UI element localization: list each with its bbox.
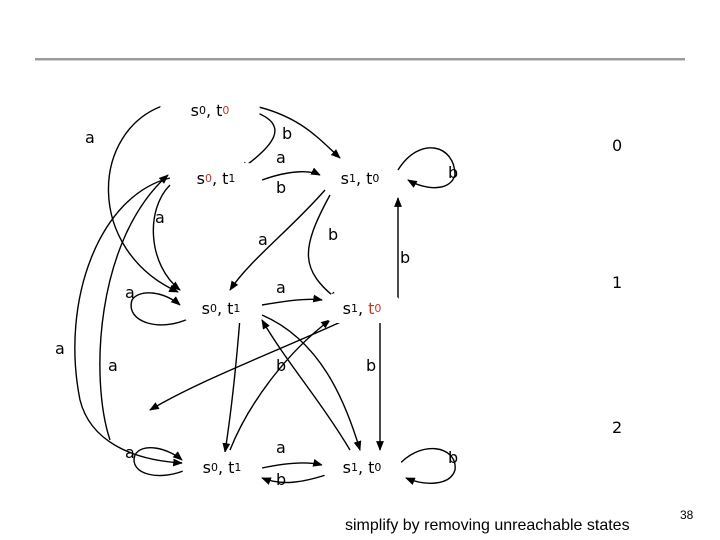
edge-label: a xyxy=(276,148,286,167)
edge-n5-n6 xyxy=(261,459,323,469)
edge-n3-n4 xyxy=(261,294,323,306)
self-loop-s0t1-mid xyxy=(130,292,191,326)
edge-n0-n2 xyxy=(249,104,341,159)
edge-n1-n2 xyxy=(261,167,321,181)
edge-n0-n3 xyxy=(107,104,179,293)
node-t-subscript: 1 xyxy=(234,460,242,474)
node-t-symbol: t xyxy=(368,298,375,318)
node-s-symbol: s xyxy=(202,457,211,477)
node-t-symbol: t xyxy=(222,168,229,188)
self-loop-s1t0-bottom xyxy=(395,447,456,486)
edge-label: a xyxy=(85,128,95,147)
node-t-subscript: 1 xyxy=(228,171,236,185)
edge-label: b xyxy=(366,356,377,375)
node-s-symbol: s xyxy=(340,168,349,188)
edge-n5-n1 xyxy=(99,174,169,441)
edge-n1-n3 xyxy=(152,184,181,291)
node-t-symbol: t xyxy=(216,100,223,120)
node-s-subscript: 0 xyxy=(209,301,217,315)
node-s-subscript: 0 xyxy=(198,103,206,117)
node-s-symbol: s xyxy=(196,168,205,188)
edge-n2-n3 xyxy=(229,189,326,291)
node-s-subscript: 1 xyxy=(350,460,358,474)
edge-n3-n6 xyxy=(261,314,362,451)
edge-label: b xyxy=(448,448,459,467)
edge-label: a xyxy=(55,339,65,358)
edge-label: a xyxy=(125,283,135,302)
edge-n2-n4 xyxy=(307,194,339,301)
title-rule xyxy=(35,58,685,60)
node-s-subscript: 0 xyxy=(210,460,218,474)
node-t-subscript: 0 xyxy=(374,301,382,315)
edge-n5-n4 xyxy=(229,319,331,451)
node-t-symbol: t xyxy=(227,298,234,318)
node-s-subscript: 1 xyxy=(350,301,358,315)
edge-label: a xyxy=(125,443,135,462)
page-number: 38 xyxy=(680,508,694,522)
level-label-1: 1 xyxy=(612,273,623,292)
node-t-symbol: t xyxy=(228,457,235,477)
edge-label: b xyxy=(282,124,293,143)
node-t-subscript: 0 xyxy=(372,171,380,185)
node-s-symbol: s xyxy=(342,298,351,318)
edge-label: a xyxy=(276,438,286,457)
node-s-symbol: s xyxy=(342,457,351,477)
node-t-symbol: t xyxy=(366,168,373,188)
node-s-subscript: 1 xyxy=(348,171,356,185)
edge-label: b xyxy=(276,356,287,375)
level-label-2: 2 xyxy=(612,418,623,437)
edge-label: b xyxy=(400,248,411,267)
edge-label: a xyxy=(108,356,118,375)
edge-label: b xyxy=(448,163,459,182)
edge-label: b xyxy=(276,178,287,197)
node-s-symbol: s xyxy=(190,100,199,120)
edge-label: b xyxy=(276,470,287,489)
level-label-0: 0 xyxy=(612,136,623,155)
edge-n3-n5 xyxy=(222,317,241,453)
edge-label: a xyxy=(155,208,165,227)
edge-n0-n1 xyxy=(239,111,276,171)
self-loop-s1t0-top xyxy=(397,147,456,189)
node-s-subscript: 0 xyxy=(204,171,212,185)
node-t-subscript: 0 xyxy=(222,103,230,117)
edge-label: a xyxy=(276,278,286,297)
edge-n4-n5 xyxy=(149,319,346,411)
node-t-subscript: 0 xyxy=(374,460,382,474)
node-t-subscript: 1 xyxy=(233,301,241,315)
edge-label: b xyxy=(328,225,339,244)
node-s-symbol: s xyxy=(201,298,210,318)
edge-label: a xyxy=(258,230,268,249)
edge-n6-n3 xyxy=(261,319,351,451)
edge-n1-n5 xyxy=(74,177,183,467)
slide-caption: simplify by removing unreachable states xyxy=(345,517,630,534)
node-t-symbol: t xyxy=(368,457,375,477)
